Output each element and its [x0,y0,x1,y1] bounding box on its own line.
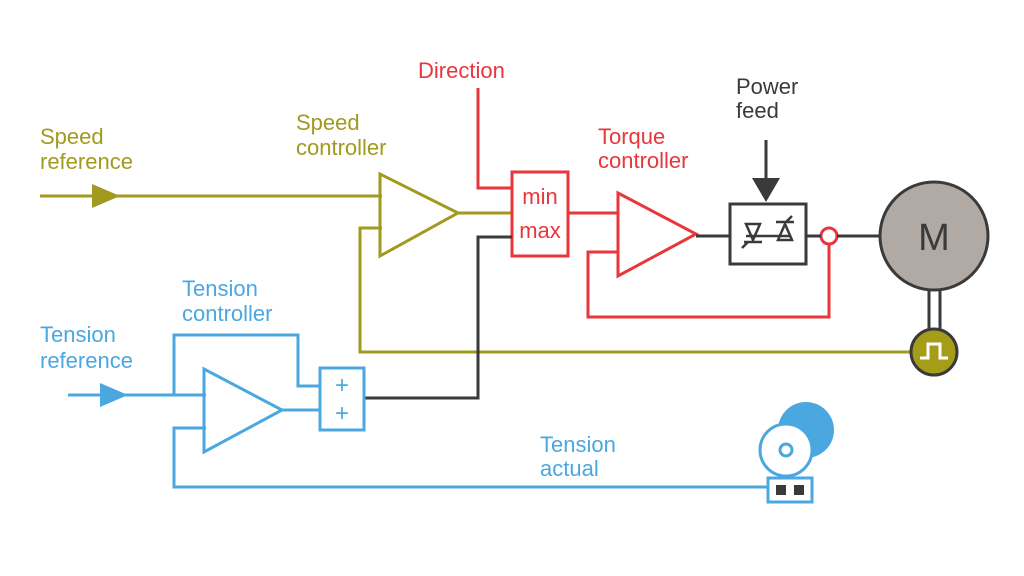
torque-loop [476,88,839,319]
tension-actual-line [172,426,768,489]
tension-controller-label: Tension controller [182,276,272,326]
tension-feedforward-line [172,333,320,395]
motor: M [878,180,990,292]
speed-feedback-line [358,226,916,354]
power-feed-arrow [752,178,780,202]
thyristor-bridge-icon [728,202,808,266]
motor-label: M [918,217,950,259]
winding-reel-icon [758,402,834,478]
current-sensor-icon [819,226,839,246]
signal-lines [364,140,880,400]
direction-line [476,88,512,190]
tension-reference-arrow [100,383,128,407]
speed-reference-arrow [92,184,120,208]
summing-junction [318,366,366,432]
direction-label: Direction [418,58,505,83]
summer-plus-top: + [335,372,349,399]
speed-controller-amplifier [378,171,462,259]
motor-shaft [927,290,942,330]
tension-loop [68,333,768,489]
tension-correction-line [364,235,512,400]
tension-reference-label: Tension reference [40,322,133,373]
max-label: max [519,218,561,243]
tension-controller-amplifier [202,366,286,455]
power-feed-label: Power feed [736,74,804,123]
load-cell-icon [766,476,814,504]
tension-actual-label: Tension actual [540,432,622,481]
summer-plus-bottom: + [335,400,349,427]
pulse-encoder-icon [909,327,959,377]
current-feedback-line [586,244,831,319]
motor-body [878,180,990,292]
min-label: min [522,184,557,209]
torque-controller-amplifier [616,190,700,279]
torque-controller-label: Torque controller [598,124,688,173]
speed-reference-label: Speed reference [40,124,133,174]
speed-controller-label: Speed controller [296,110,386,160]
